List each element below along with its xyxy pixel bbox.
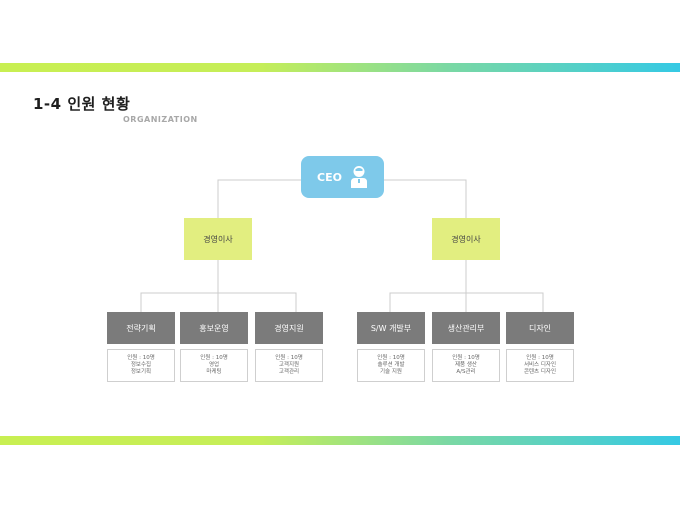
dept-label: 디자인 [528,323,552,333]
info-line: A/S관리 [456,369,476,375]
info-line: 고객관리 [278,369,300,375]
page-title: 1-4 인원 현황 [33,95,131,113]
info-line: 영업 [208,362,220,368]
dept-production-management: 생산관리부 [432,312,500,344]
info-line: 콘텐츠 디자인 [523,369,557,375]
info-line: 서비스 디자인 [523,362,557,368]
page-subtitle: ORGANIZATION [123,115,198,124]
dept-label: 전략기획 [126,323,156,333]
dept-design: 디자인 [506,312,574,344]
director-label: 경영이사 [203,234,233,244]
info-line: 마케팅 [206,369,222,375]
director-box-1: 경영이사 [184,218,252,260]
ceo-label: CEO [317,170,342,184]
info-line: 정보기획 [130,369,152,375]
dept-info-box: 인원 : 10명 고객지원 고객관리 [255,349,323,382]
info-line: 인원 : 10명 [275,355,303,361]
info-line: 인원 : 10명 [452,355,480,361]
ceo-box: CEO [301,156,384,198]
dept-label: 생산관리부 [447,323,485,333]
info-line: 인원 : 10명 [526,355,554,361]
info-line: 제품 생산 [455,362,477,368]
person-icon [350,166,367,188]
connector-ceo-right [384,179,467,218]
info-line: 기술 지원 [380,369,402,375]
dept-info-box: 인원 : 10명 영업 마케팅 [180,349,248,382]
dept-label: S/W 개발부 [370,323,412,333]
info-line: 솔루션 개발 [377,362,405,368]
dept-info-box: 인원 : 10명 서비스 디자인 콘텐츠 디자인 [506,349,574,382]
info-line: 인원 : 10명 [127,355,155,361]
director-label: 경영이사 [451,234,481,244]
info-line: 정보수집 [130,362,152,368]
dept-info-box: 인원 : 10명 정보수집 정보기획 [107,349,175,382]
connector-ceo-left [217,179,301,218]
info-line: 인원 : 10명 [200,355,228,361]
dept-pr-operations: 홍보운영 [180,312,248,344]
top-gradient-band [0,63,680,72]
dept-info-box: 인원 : 10명 제품 생산 A/S관리 [432,349,500,382]
dept-label: 홍보운영 [199,323,229,333]
bottom-gradient-band [0,436,680,445]
dept-management-support: 경영지원 [255,312,323,344]
director-box-2: 경영이사 [432,218,500,260]
dept-sw-development: S/W 개발부 [357,312,425,344]
dept-label: 경영지원 [274,323,304,333]
dept-strategy-planning: 전략기획 [107,312,175,344]
info-line: 고객지원 [278,362,300,368]
info-line: 인원 : 10명 [377,355,405,361]
dept-info-box: 인원 : 10명 솔루션 개발 기술 지원 [357,349,425,382]
